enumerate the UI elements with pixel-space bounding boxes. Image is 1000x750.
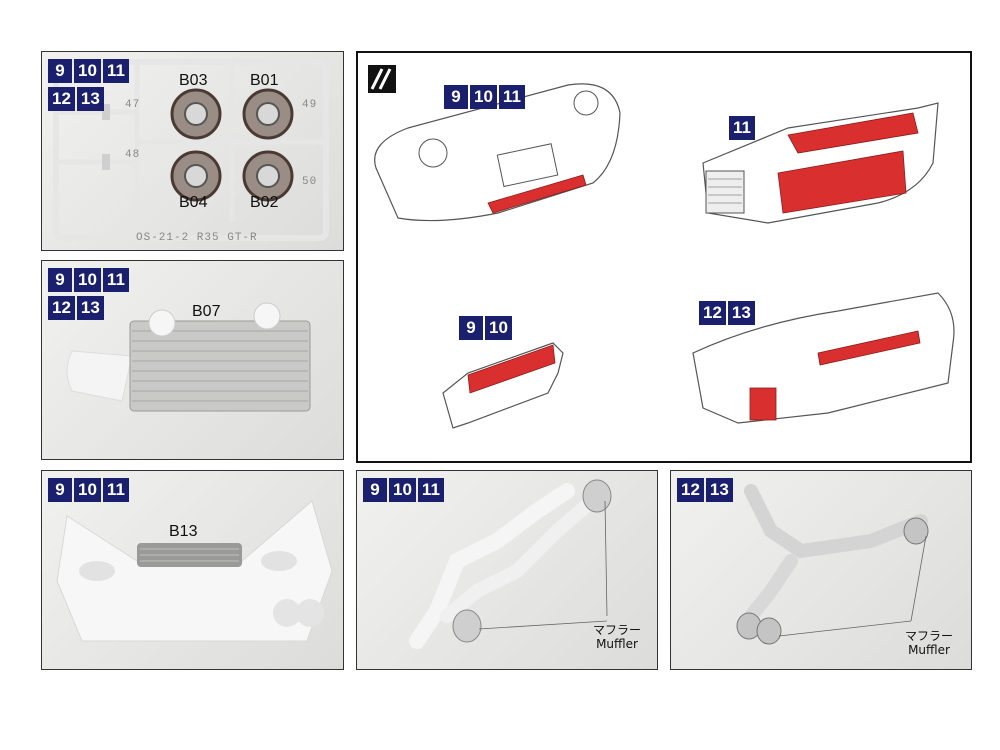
- step-badge: 9: [363, 478, 387, 502]
- sprue-photo-panel: 9 10 11 12 13 B03 B01 B04 B02 OS-21-2 R3…: [41, 51, 344, 251]
- sprue-badges-row1: 9 10 11: [48, 59, 129, 83]
- intercooler-badges-row2: 12 13: [48, 296, 104, 320]
- muffler-a-badges: 9 10 11: [363, 478, 444, 502]
- diagram-group-d-badges: 12 13: [699, 301, 755, 325]
- step-badge: 12: [48, 87, 75, 111]
- bumper-photo-panel: 9 10 11 B13: [41, 470, 344, 670]
- diagram-group-c-badges: 9 10: [459, 316, 512, 340]
- step-badge: 12: [48, 296, 75, 320]
- part-label-b02: B02: [250, 194, 279, 211]
- muffler-b-callout: マフラー Muffler: [905, 629, 953, 657]
- step-badge: 11: [102, 478, 129, 502]
- step-badge: 11: [417, 478, 444, 502]
- step-badge: 13: [727, 301, 755, 325]
- intercooler-photo-panel: 9 10 11 12 13 B07: [41, 260, 344, 460]
- step-badge: 10: [74, 59, 101, 83]
- bumper-badges: 9 10 11: [48, 478, 129, 502]
- step-badge: 10: [74, 268, 101, 292]
- muffler-b-callout-en: Muffler: [908, 643, 950, 657]
- muffler-photo-panel-a: 9 10 11 マフラー Muffler: [356, 470, 658, 670]
- step-badge: 13: [76, 296, 104, 320]
- step-badge: 9: [48, 478, 72, 502]
- step-badge: 10: [74, 478, 101, 502]
- assembly-diagram-panel: 9 10 11 11 9 10 12 13: [356, 51, 972, 463]
- step-badge: 12: [677, 478, 704, 502]
- step-badge: 10: [485, 316, 512, 340]
- sprue-illustration: [53, 59, 329, 241]
- brand-logo-icon: [368, 65, 396, 93]
- step-badge: 12: [699, 301, 726, 325]
- step-badge: 11: [729, 116, 755, 140]
- part-label-b04: B04: [179, 194, 208, 211]
- step-badge: 11: [102, 59, 129, 83]
- part-label-b07: B07: [192, 303, 221, 320]
- sprue-code-text: OS-21-2 R35 GT-R: [136, 232, 258, 244]
- step-badge: 9: [444, 85, 468, 109]
- step-badge: 10: [470, 85, 497, 109]
- muffler-a-callout-jp: マフラー: [593, 623, 642, 637]
- assembly-line-drawings: [368, 65, 955, 429]
- muffler-photo-panel-b: 12 13 マフラー Muffler: [670, 470, 972, 670]
- muffler-b-illustration: [736, 484, 929, 645]
- diagram-group-b-badges: 11: [729, 116, 755, 140]
- muffler-a-illustration: [409, 479, 612, 649]
- part-label-b13: B13: [169, 523, 198, 540]
- sprue-tab-number: 47: [125, 99, 141, 111]
- bumper-illustration: [56, 500, 333, 642]
- part-label-b01: B01: [250, 72, 279, 89]
- intercooler-badges-row1: 9 10 11: [48, 268, 129, 292]
- muffler-b-callout-jp: マフラー: [905, 629, 954, 643]
- muffler-b-badges: 12 13: [677, 478, 733, 502]
- step-badge: 10: [389, 478, 416, 502]
- sprue-tab-number: 48: [125, 149, 141, 161]
- muffler-a-callout-en: Muffler: [596, 637, 638, 651]
- sprue-badges-row2: 12 13: [48, 87, 104, 111]
- step-badge: 11: [498, 85, 525, 109]
- sprue-tab-number: 50: [302, 176, 318, 188]
- diagram-group-a-badges: 9 10 11: [444, 85, 525, 109]
- sprue-tab-number: 49: [302, 99, 318, 111]
- part-label-b03: B03: [179, 72, 208, 89]
- step-badge: 9: [459, 316, 483, 340]
- step-badge: 13: [705, 478, 733, 502]
- step-badge: 9: [48, 268, 72, 292]
- step-badge: 9: [48, 59, 72, 83]
- muffler-a-callout: マフラー Muffler: [593, 623, 641, 651]
- step-badge: 11: [102, 268, 129, 292]
- intercooler-illustration: [66, 302, 311, 412]
- step-badge: 13: [76, 87, 104, 111]
